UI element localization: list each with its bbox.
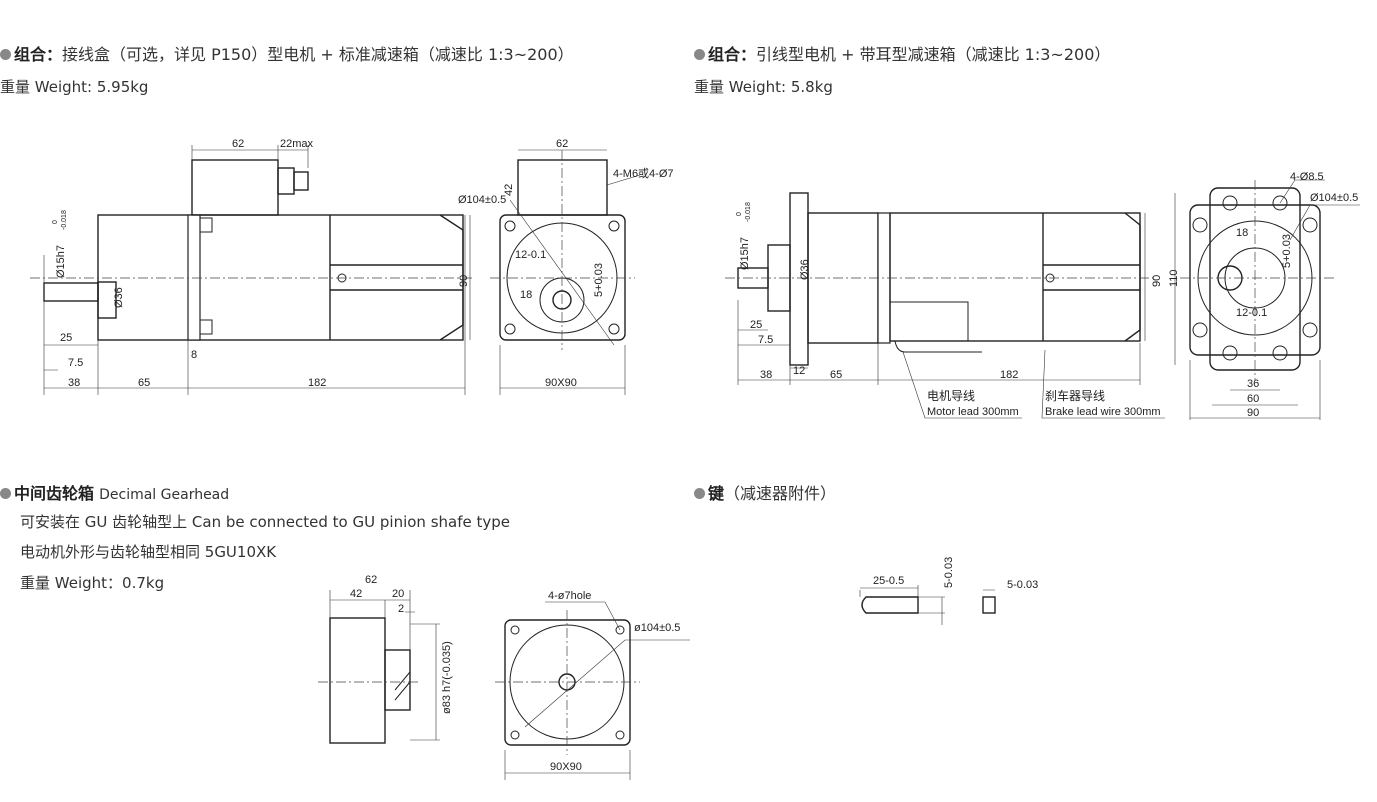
dim-182-2: 182 [1000, 369, 1018, 381]
dim-holes: 4-M6或4-Ø7 [613, 167, 674, 180]
dim-90x90: 90X90 [545, 377, 577, 389]
brake-lead-en: Brake lead wire 300mm [1045, 406, 1161, 418]
dim-shaft-gh: ø83 h7(-0.035) [441, 641, 453, 714]
bullet-icon [0, 49, 11, 60]
section3-line2: 电动机外形与齿轮轴型相同 5GU10XK [20, 543, 277, 561]
dim-5: 5+0.03 [593, 263, 605, 297]
dim-7-5-2: 7.5 [758, 334, 773, 346]
section2-title: 引线型电机 + 带耳型减速箱（减速比 1:3~200） [756, 45, 1111, 64]
dim-90-2: 90 [1151, 275, 1163, 287]
dim-42: 42 [503, 184, 515, 196]
dim-22max: 22max [280, 138, 314, 150]
dim-18-2: 18 [1236, 227, 1248, 239]
section1-label: 组合： [14, 45, 63, 64]
dim-pcd-2: Ø104±0.5 [1310, 192, 1358, 204]
dim-182: 182 [308, 377, 326, 389]
motor-lead-en: Motor lead 300mm [927, 406, 1019, 418]
dim-90: 90 [458, 275, 470, 287]
dim-65: 65 [138, 377, 150, 389]
brake-lead-cn: 刹车器导线 [1045, 388, 1105, 403]
dim-holes-2: 4-Ø8.5 [1290, 171, 1324, 183]
bullet-icon [694, 488, 705, 499]
dim-42-gh: 42 [350, 588, 362, 600]
dim-38-2: 38 [760, 369, 772, 381]
dim-shaft-dia: Ø15h7 [55, 245, 67, 278]
dim-key-w2: 5-0.03 [1007, 579, 1038, 591]
dim-90-front: 90 [1247, 407, 1259, 419]
dim-12-2b: 12-0.1 [1236, 307, 1267, 319]
dim-60: 60 [1247, 393, 1259, 405]
dim-90x90-gh: 90X90 [550, 761, 582, 773]
dim-holes-gh: 4-ø7hole [548, 590, 591, 602]
section4-label: 键 [708, 484, 725, 503]
dim-62-front: 62 [556, 138, 568, 150]
bullet-icon [694, 49, 705, 60]
gearhead-drawing: 62 42 20 2 ø83 h7(-0.035) 4-ø7hole ø104±… [318, 574, 690, 780]
shaft-tolerance-1: 0 -0.018 [52, 210, 68, 230]
section1-heading: 组合：接线盒（可选，详见 P150）型电机 + 标准减速箱（减速比 1:3~20… [0, 41, 574, 65]
section2-weight: 重量 Weight: 5.8kg [694, 78, 833, 96]
motor-lead-cn: 电机导线 [927, 389, 975, 403]
bullet-icon [0, 488, 11, 499]
section4-heading: 键（减速器附件） [694, 480, 836, 504]
dim-18: 18 [520, 289, 532, 301]
dim-12: 12-0.1 [515, 249, 546, 261]
section2-heading: 组合：引线型电机 + 带耳型减速箱（减速比 1:3~200） [694, 41, 1110, 65]
dim-pcd-gh: ø104±0.5 [634, 622, 680, 634]
dim-7-5: 7.5 [68, 357, 83, 369]
shaft-tolerance-2: 0 -0.018 [736, 202, 752, 222]
section4-title: （减速器附件） [724, 484, 837, 503]
section3-weight: 重量 Weight：0.7kg [20, 574, 165, 592]
dim-110: 110 [1168, 269, 1180, 287]
section3-title: Decimal Gearhead [99, 487, 230, 503]
dim-38: 38 [68, 377, 80, 389]
dim-5-2: 5+0.03 [1281, 234, 1293, 268]
motor1-front-view: 62 42 Ø104±0.5 4-M6或4-Ø7 12-0.1 18 5+0.0… [458, 138, 674, 395]
key-drawing: 25-0.5 5-0.03 5-0.03 [859, 557, 1038, 625]
dim-12-2: 12 [793, 365, 805, 377]
dim-25: 25 [60, 332, 72, 344]
dim-shaft-tol-low-2: -0.018 [745, 202, 752, 222]
section3-label: 中间齿轮箱 [14, 484, 95, 503]
motor2-side-view: Ø15h7 0 -0.018 Ø36 25 7.5 12 38 65 182 9… [725, 192, 1180, 419]
section3-heading: 中间齿轮箱 Decimal Gearhead [0, 480, 229, 504]
motor1-side-view: 62 22max Ø15h7 0 -0.018 Ø36 25 7.5 8 38 … [30, 138, 475, 395]
section1-title: 接线盒（可选，详见 P150）型电机 + 标准减速箱（减速比 1:3~200） [62, 45, 574, 64]
dim-62: 62 [232, 138, 244, 150]
dim-20-gh: 20 [392, 588, 404, 600]
dim-2-gh: 2 [398, 603, 404, 615]
dim-8: 8 [191, 349, 197, 361]
motor2-front-view: 4-Ø8.5 Ø104±0.5 18 5+0.03 12-0.1 36 60 9… [1180, 171, 1360, 420]
dim-key-w1: 5-0.03 [943, 557, 955, 588]
section1-weight: 重量 Weight: 5.95kg [0, 78, 149, 96]
dim-65-2: 65 [830, 369, 842, 381]
dim-shaft-dia-2: Ø15h7 [739, 237, 751, 270]
dim-25-2: 25 [750, 319, 762, 331]
dim-shaft-tol-low: -0.018 [61, 210, 68, 230]
dim-36-2: Ø36 [799, 259, 811, 280]
dim-62-gh: 62 [365, 574, 377, 586]
section3-line1: 可安装在 GU 齿轮轴型上 Can be connected to GU pin… [20, 513, 510, 531]
dim-shaft-tol-up: 0 [52, 220, 59, 224]
dim-key-len: 25-0.5 [873, 575, 904, 587]
dim-shaft-tol-up-2: 0 [736, 212, 743, 216]
dim-36-front: 36 [1247, 378, 1259, 390]
dim-pcd: Ø104±0.5 [458, 194, 506, 206]
dim-36: Ø36 [113, 287, 125, 308]
section2-label: 组合： [708, 45, 757, 64]
